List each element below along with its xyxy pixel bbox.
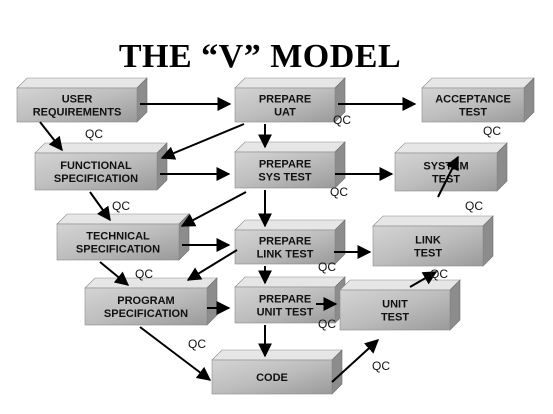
qc-label: QC [318,317,336,331]
flow-arrow [39,121,63,152]
qc-label: QC [483,124,501,138]
qc-label: QC [188,337,206,351]
box-label-line: SPECIFICATION [54,173,138,185]
box-label-line: FUNCTIONAL [60,160,132,172]
qc-label: QC [333,113,351,127]
box-label-line: PREPARE [259,294,311,306]
box-label-line: TEST [459,107,487,119]
qc-label: QC [330,185,348,199]
box-code: CODE [211,349,343,395]
qc-label: QC [465,199,483,213]
box-label-line: CODE [256,372,288,384]
box-label-line: ACCEPTANCE [435,94,511,106]
box-label-line: UNIT TEST [257,307,314,319]
box-label-line: LINK [415,235,441,247]
qc-label: QC [430,267,448,281]
box-label-line: LINK TEST [257,249,314,261]
flow-arrow [139,326,212,381]
box-label-line: UNIT [382,299,408,311]
box-label-line: TECHNICAL [86,231,150,243]
box-label-line: TEST [414,248,442,260]
qc-label: QC [135,267,153,281]
flow-arrow [331,339,380,383]
box-system-test: SYSTEMTEST [394,142,508,192]
box-label-line: TEST [381,312,409,324]
box-label-line: PREPARE [259,236,311,248]
flow-arrow [99,261,130,286]
flow-arrow [437,155,459,198]
box-label-line: SYS TEST [258,172,311,184]
box-label-line: SYSTEM [423,161,468,173]
qc-label: QC [112,199,130,213]
box-label-line: PREPARE [259,159,311,171]
diagram-title: THE “V” MODEL [118,38,402,75]
box-label-line: SPECIFICATION [76,244,160,256]
qc-label: QC [372,359,390,373]
flow-arrow [89,191,111,222]
box-label-line: SPECIFICATION [104,308,188,320]
flow-arrow [180,191,247,227]
box-label-line: UAT [274,107,296,119]
box-label-line: USER [62,94,93,106]
box-label-line: PROGRAM [117,295,174,307]
qc-label: QC [318,260,336,274]
flow-arrow [409,271,438,288]
flow-arrow [160,123,245,160]
flow-arrow [186,249,238,281]
box-label-line: PREPARE [259,94,311,106]
box-label-line: REQUIREMENTS [33,107,122,119]
qc-label: QC [85,127,103,141]
